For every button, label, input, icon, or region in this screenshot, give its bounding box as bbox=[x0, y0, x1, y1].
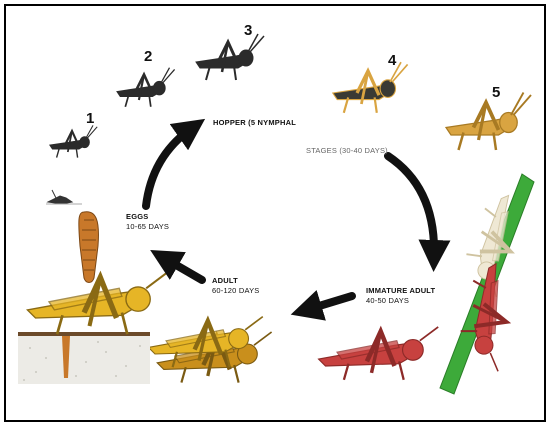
hopper-stage-2 bbox=[117, 68, 175, 107]
hopper-stage-1 bbox=[50, 125, 98, 157]
immature-days: 40-50 DAYS bbox=[366, 296, 435, 306]
adult-label: ADULT 60-120 DAYS bbox=[212, 276, 260, 296]
lifecycle-diagram: 1 2 3 4 5 HOPPER (5 NYMPHAL STAGES (30-4… bbox=[4, 4, 546, 422]
eggs-days: 10-65 DAYS bbox=[126, 222, 169, 232]
eggs-title: EGGS bbox=[126, 212, 169, 222]
hopper-stage-4 bbox=[333, 62, 408, 113]
hopper-label: HOPPER (5 NYMPHAL bbox=[213, 118, 296, 128]
immature-adult bbox=[319, 327, 439, 380]
hopper-stage-5 bbox=[446, 93, 531, 151]
lifecycle-artwork bbox=[6, 6, 546, 422]
stage-number-4: 4 bbox=[388, 52, 396, 69]
hopper-label-text: HOPPER (5 NYMPHAL bbox=[213, 118, 296, 127]
cycle-arrows bbox=[146, 128, 434, 310]
egg-pod bbox=[79, 212, 99, 283]
adult-days: 60-120 DAYS bbox=[212, 286, 260, 296]
stage-number-3: 3 bbox=[244, 22, 252, 39]
immature-title: IMMATURE ADULT bbox=[366, 286, 435, 296]
egg-pod-nymph bbox=[48, 190, 72, 204]
stage-number-5: 5 bbox=[492, 84, 500, 101]
immature-adult-label: IMMATURE ADULT 40-50 DAYS bbox=[366, 286, 435, 306]
stages-label: STAGES (30-40 DAYS) bbox=[306, 146, 388, 156]
stage-number-1: 1 bbox=[86, 110, 94, 127]
hopper-stage-3 bbox=[196, 34, 264, 80]
eggs-label: EGGS 10-65 DAYS bbox=[126, 212, 169, 232]
laying-female bbox=[27, 272, 167, 334]
adult-title: ADULT bbox=[212, 276, 260, 286]
adult-pair bbox=[148, 317, 271, 383]
soil bbox=[18, 336, 150, 384]
stage-number-2: 2 bbox=[144, 48, 152, 65]
